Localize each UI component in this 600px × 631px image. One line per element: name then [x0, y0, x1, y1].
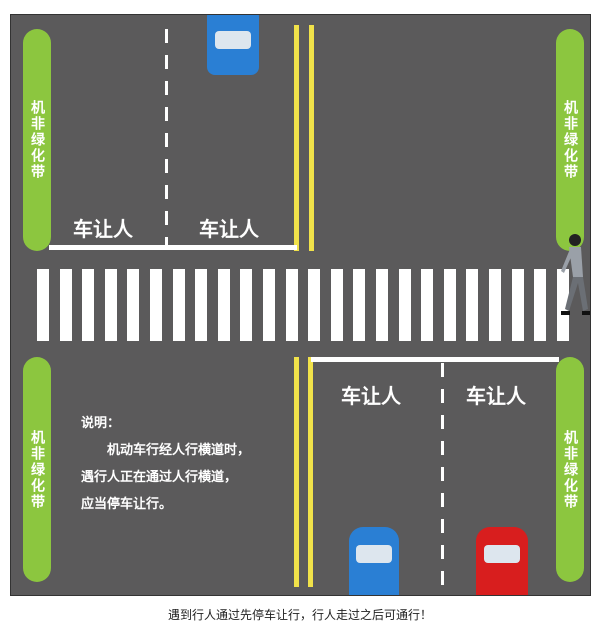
- note-line: 应当停车让行。: [81, 497, 173, 512]
- crosswalk-stripe: [556, 269, 569, 341]
- windshield: [484, 545, 520, 563]
- crosswalk-stripe: [82, 269, 95, 341]
- stop-line-bottom: [311, 357, 559, 362]
- stop-line-top: [49, 245, 297, 250]
- green-belt-top-left: 机非绿化带: [23, 29, 51, 251]
- crosswalk-stripe: [398, 269, 411, 341]
- red-car-bottom: [476, 527, 528, 595]
- crosswalk-stripe: [489, 269, 501, 341]
- explanation-note: 说明： 机动车行经人行横道时， 遇行人正在通过人行横道， 应当停车让行。: [81, 410, 250, 518]
- crosswalk-stripe: [376, 269, 388, 341]
- crosswalk-stripe: [195, 269, 208, 341]
- crosswalk-stripe: [104, 269, 117, 341]
- crosswalk-stripe: [511, 269, 524, 341]
- lane-divider: [165, 29, 168, 249]
- note-line: 机动车行经人行横道时，: [107, 443, 251, 458]
- intersection-road: 机非绿化带 机非绿化带 机非绿化带 机非绿化带 车让人 车让人 车让人 车让人 …: [10, 14, 591, 596]
- crosswalk-stripe: [534, 269, 547, 341]
- blue-car-bottom: [349, 527, 399, 595]
- crosswalk-stripe: [466, 269, 479, 341]
- yield-label: 车让人: [341, 384, 401, 408]
- yield-label: 车让人: [466, 384, 526, 408]
- crosswalk-stripe: [353, 269, 366, 341]
- crosswalk-stripe: [421, 269, 434, 341]
- pedestrian-icon: [561, 234, 590, 315]
- center-line: [294, 357, 299, 587]
- note-title: 说明：: [81, 416, 121, 431]
- crosswalk-stripe: [240, 269, 253, 341]
- caption: 遇到行人通过先停车让行，行人走过之后可通行！: [167, 608, 432, 622]
- center-line: [308, 357, 313, 587]
- crosswalk-stripe: [285, 269, 298, 341]
- crosswalk-stripe: [172, 269, 185, 341]
- green-belt-label: 机非绿化带: [562, 429, 578, 510]
- crosswalk-stripe: [330, 269, 343, 341]
- crosswalk-stripe: [150, 269, 162, 341]
- green-belt-label: 机非绿化带: [29, 100, 45, 180]
- crosswalk-stripe: [443, 269, 456, 341]
- green-belt-bottom-left: 机非绿化带: [23, 357, 51, 582]
- note-line: 遇行人正在通过人行横道，: [81, 470, 238, 485]
- lane-divider: [441, 363, 444, 593]
- crosswalk-stripe: [308, 269, 321, 341]
- center-line: [294, 25, 299, 251]
- center-line: [309, 25, 314, 251]
- windshield: [356, 545, 392, 563]
- crosswalk-stripe: [59, 269, 72, 341]
- crosswalk-stripe: [263, 269, 275, 341]
- crosswalk-stripe: [37, 269, 49, 341]
- windshield: [215, 31, 251, 49]
- green-belt-top-right: 机非绿化带: [556, 29, 584, 251]
- crosswalk-stripe: [217, 269, 230, 341]
- green-belt-label: 机非绿化带: [562, 100, 578, 180]
- crosswalk-stripe: [127, 269, 140, 341]
- yield-label: 车让人: [73, 217, 133, 241]
- yield-label: 车让人: [199, 217, 259, 241]
- green-belt-bottom-right: 机非绿化带: [556, 357, 584, 582]
- blue-car-top: [207, 15, 259, 75]
- green-belt-label: 机非绿化带: [29, 429, 45, 510]
